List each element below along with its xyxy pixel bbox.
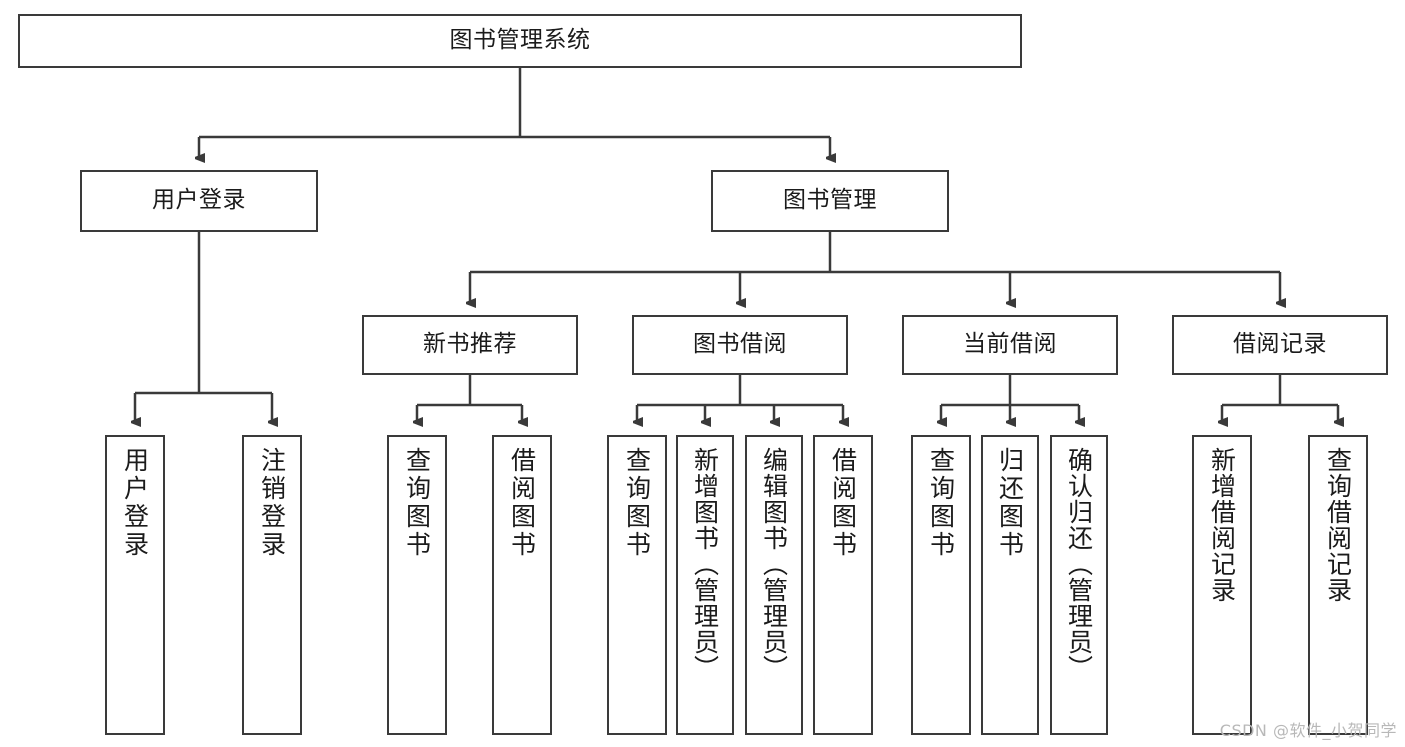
node-root[interactable]: 图书管理系统 [18, 14, 1022, 68]
leaf-user-login-label: 用户登录 [120, 447, 150, 559]
leaf-query-book-3[interactable]: 查询图书 [911, 435, 971, 735]
leaf-borrow-book-2[interactable]: 借阅图书 [813, 435, 873, 735]
leaf-add-book-label: 新增图书（管理员） [690, 447, 720, 681]
leaf-query-book-1-label: 查询图书 [402, 447, 432, 559]
leaf-add-record[interactable]: 新增借阅记录 [1192, 435, 1252, 735]
node-user-login[interactable]: 用户登录 [80, 170, 318, 232]
leaf-logout-label: 注销登录 [257, 447, 287, 559]
leaf-query-book-2-label: 查询图书 [622, 447, 652, 559]
leaf-query-book-2[interactable]: 查询图书 [607, 435, 667, 735]
leaf-confirm-return-label: 确认归还（管理员） [1064, 447, 1094, 681]
node-new-book-rec-label: 新书推荐 [423, 331, 517, 358]
node-borrow-record[interactable]: 借阅记录 [1172, 315, 1388, 375]
node-book-borrow[interactable]: 图书借阅 [632, 315, 848, 375]
node-current-borrow[interactable]: 当前借阅 [902, 315, 1118, 375]
node-book-manage-label: 图书管理 [783, 187, 877, 214]
leaf-return-book-label: 归还图书 [995, 447, 1025, 559]
leaf-query-book-3-label: 查询图书 [926, 447, 956, 559]
node-borrow-record-label: 借阅记录 [1233, 331, 1327, 358]
leaf-logout[interactable]: 注销登录 [242, 435, 302, 735]
leaf-edit-book[interactable]: 编辑图书（管理员） [745, 435, 803, 735]
leaf-query-book-1[interactable]: 查询图书 [387, 435, 447, 735]
node-user-login-label: 用户登录 [152, 187, 246, 214]
leaf-borrow-book-2-label: 借阅图书 [828, 447, 858, 559]
leaf-return-book[interactable]: 归还图书 [981, 435, 1039, 735]
leaf-borrow-book-1[interactable]: 借阅图书 [492, 435, 552, 735]
node-root-label: 图书管理系统 [449, 27, 591, 54]
leaf-confirm-return[interactable]: 确认归还（管理员） [1050, 435, 1108, 735]
leaf-add-book[interactable]: 新增图书（管理员） [676, 435, 734, 735]
node-current-borrow-label: 当前借阅 [963, 331, 1057, 358]
leaf-add-record-label: 新增借阅记录 [1207, 447, 1237, 603]
node-book-borrow-label: 图书借阅 [693, 331, 787, 358]
leaf-query-record-label: 查询借阅记录 [1323, 447, 1353, 603]
csdn-watermark: CSDN @软件_小贺同学 [1219, 721, 1397, 740]
node-new-book-rec[interactable]: 新书推荐 [362, 315, 578, 375]
node-book-manage[interactable]: 图书管理 [711, 170, 949, 232]
leaf-edit-book-label: 编辑图书（管理员） [759, 447, 789, 681]
leaf-query-record[interactable]: 查询借阅记录 [1308, 435, 1368, 735]
leaf-user-login[interactable]: 用户登录 [105, 435, 165, 735]
leaf-borrow-book-1-label: 借阅图书 [507, 447, 537, 559]
